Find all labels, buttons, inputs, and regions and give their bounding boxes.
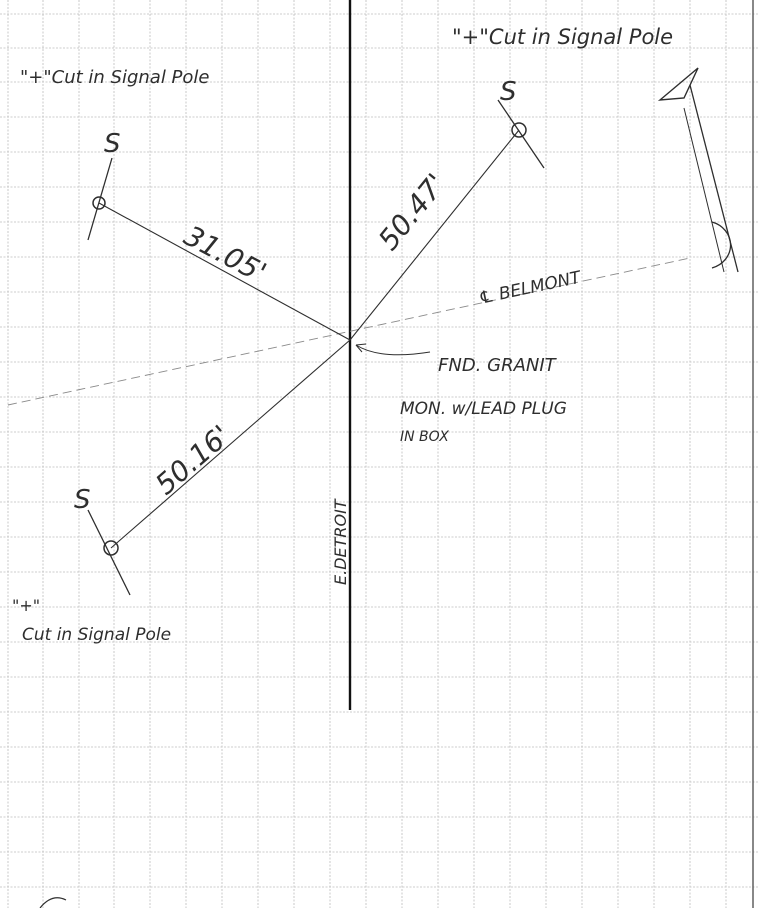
pole-label-top-left: S: [104, 129, 121, 159]
pole-mast-arm: [497, 99, 545, 169]
pole-label-bottom-left: S: [74, 485, 91, 515]
bottom-left-note: Cut in Signal Pole: [22, 625, 171, 645]
street-label-e-detroit: E.DETROIT: [331, 498, 350, 585]
pole-mast-arm: [87, 509, 131, 596]
tie-line-top-left: [98, 202, 351, 341]
signal-pole-bottom-left: [87, 509, 131, 596]
signal-pole-top-right: [497, 99, 545, 169]
pole-label-top-right: S: [500, 77, 517, 107]
top-right-note: "+"Cut in Signal Pole: [452, 25, 673, 49]
pole-circle-icon: [103, 540, 119, 556]
tie-line-top-right: [349, 129, 520, 341]
monument-note-line-2: MON. w/LEAD PLUG: [400, 399, 567, 419]
pole-circle-icon: [92, 196, 106, 210]
pole-circle-icon: [511, 122, 527, 138]
tie-line-bottom-left: [110, 339, 351, 549]
arrow-head-icon: [355, 343, 367, 353]
monument-note-line-3: IN BOX: [400, 429, 449, 445]
north-arrow-icon: [657, 67, 739, 273]
monument-note-line-1: FND. GRANIT: [438, 355, 558, 376]
bottom-left-note-mark: "+": [12, 596, 40, 615]
belmont-centerline: [7, 257, 691, 406]
pole-mast-arm: [87, 157, 113, 241]
monument-leader-arrow: [355, 344, 431, 356]
top-left-note: "+"Cut in Signal Pole: [20, 67, 209, 88]
signal-pole-top-left: [87, 157, 113, 241]
edge-scribble: [39, 897, 67, 908]
